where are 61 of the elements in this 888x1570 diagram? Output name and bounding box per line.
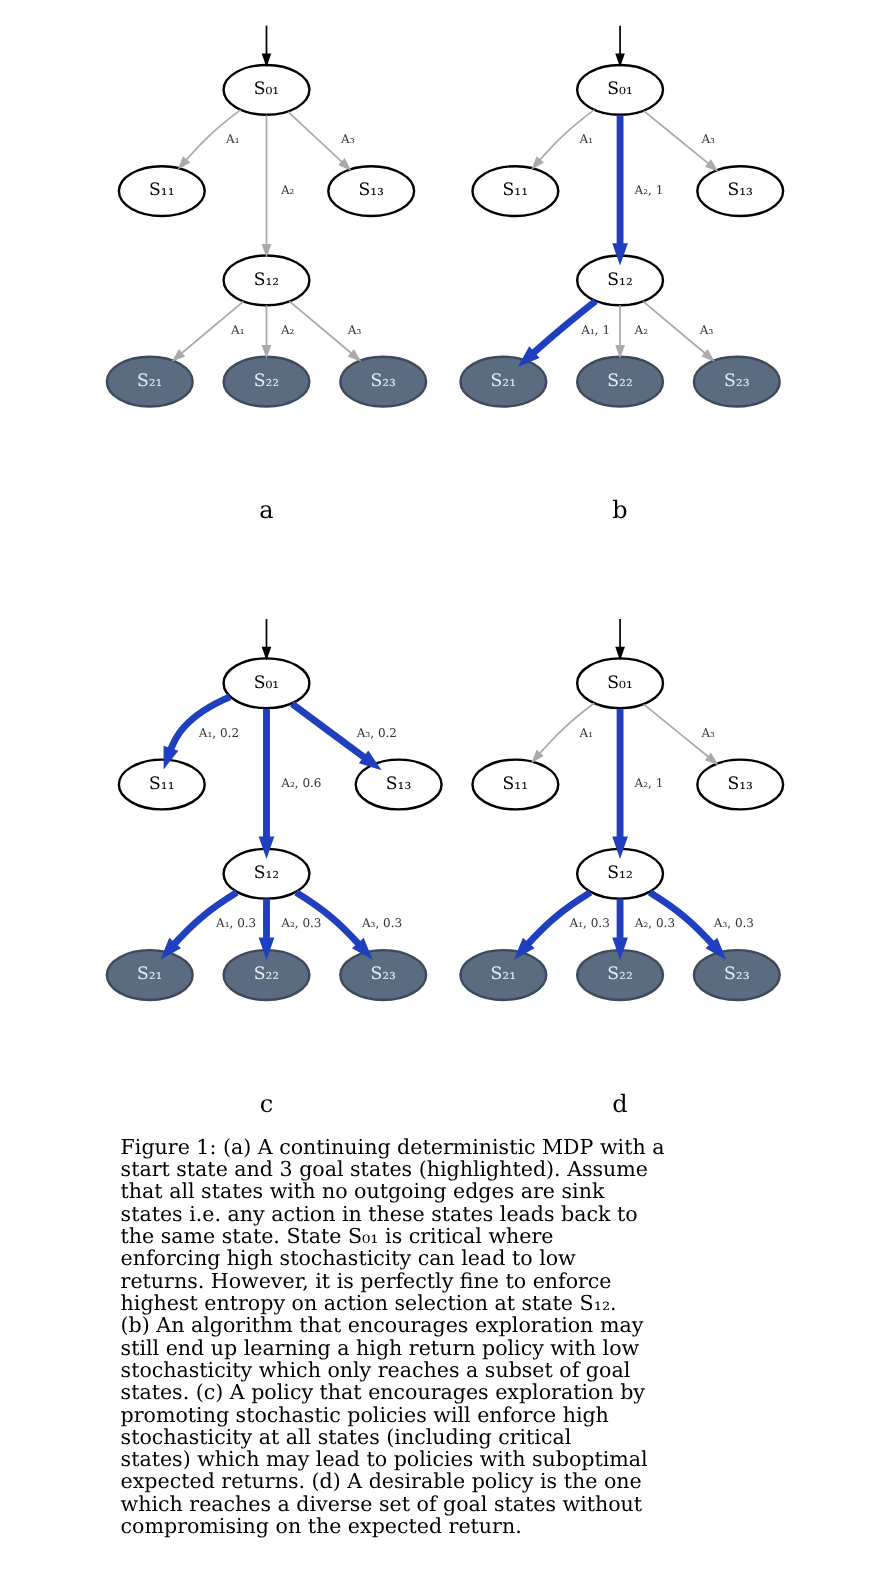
arrow: [159, 889, 238, 960]
node-ellipse: S₂₁: [458, 948, 547, 1002]
node-ellipse: S₁₃: [353, 758, 442, 811]
node-ellipse: S₂₃: [338, 948, 427, 1002]
arrow: [260, 618, 271, 661]
arrow: [614, 24, 624, 68]
arrow: [614, 304, 624, 359]
arrow: [260, 24, 271, 68]
node-ellipse: S₂₂: [221, 355, 310, 408]
arrow: [614, 618, 624, 661]
arrow: [176, 109, 241, 170]
label: b: [611, 496, 627, 525]
arrow: [530, 702, 594, 764]
arrow: [611, 115, 627, 266]
arrow: [641, 110, 718, 172]
label: c: [258, 1089, 273, 1118]
node-ellipse: S₁₁: [116, 165, 205, 218]
arrow: [257, 708, 274, 859]
node-ellipse: S₁₁: [116, 758, 205, 811]
node-ellipse: S₁₂: [221, 847, 310, 900]
arrow: [288, 701, 381, 771]
node-ellipse: S₂₃: [691, 355, 780, 408]
node-ellipse: S₀₁: [221, 63, 310, 116]
arrow: [260, 114, 271, 258]
node-ellipse: S₁₂: [574, 847, 664, 900]
node-ellipse: S₂₁: [458, 355, 547, 408]
arrow: [611, 708, 627, 859]
caption: Figure 1: (a) A continuing deterministic MDP with a start state and 3 goal states (highlighted). Assume that all states with no outgoing edges are sink states i.e. any action in these states leads back to the same state. State S₀₁ is critical where enforcing high stochasticity can lead to low returns. However, it is perfectly fine to enforce highest entropy on action selection at state S₁₂. (b) An algorithm that encourages exploration may still end up learning a high return policy with low stochasticity which only reaches a subset of goal states. (c) A policy that encourages exploration by promoting stochastic policies will enforce high stochasticity at all states (including critical states) which may lead to policies with suboptimal expected returns. (d) A desirable policy is the one which reaches a diverse set of goal states without compromising on the expected return.: [119, 1135, 664, 1540]
arrow: [170, 300, 244, 362]
node-ellipse: S₁₁: [470, 165, 559, 218]
arrow: [641, 703, 718, 766]
arrow: [287, 300, 361, 362]
node-ellipse: S₁₂: [574, 254, 664, 307]
arrow: [286, 111, 351, 171]
node-ellipse: S₂₂: [574, 355, 664, 408]
node-ellipse: S₂₂: [221, 948, 310, 1002]
arrow: [516, 298, 597, 367]
node-ellipse: S₂₃: [338, 355, 427, 408]
node-ellipse: S₂₂: [574, 948, 664, 1002]
node-ellipse: S₁₃: [326, 165, 415, 218]
node-ellipse: S₀₁: [221, 657, 310, 710]
node-ellipse: S₂₁: [104, 355, 193, 408]
node-ellipse: S₀₁: [574, 63, 664, 116]
node-ellipse: S₁₃: [695, 165, 784, 218]
arrow: [530, 109, 594, 170]
arrow: [646, 889, 726, 960]
node-ellipse: S₁₂: [221, 254, 310, 307]
arrow: [512, 889, 592, 960]
arrow: [611, 898, 627, 960]
arrow: [260, 304, 271, 359]
arrow: [293, 889, 372, 960]
node-ellipse: S₁₁: [470, 758, 559, 811]
arrow: [162, 693, 231, 770]
label: d: [611, 1089, 627, 1118]
node-ellipse: S₂₃: [691, 948, 780, 1002]
node-ellipse: S₀₁: [574, 657, 664, 710]
arrow: [257, 898, 274, 960]
node-ellipse: S₁₃: [695, 758, 784, 811]
node-ellipse: S₂₁: [104, 948, 193, 1002]
label: a: [258, 496, 273, 525]
arrow: [641, 300, 714, 362]
